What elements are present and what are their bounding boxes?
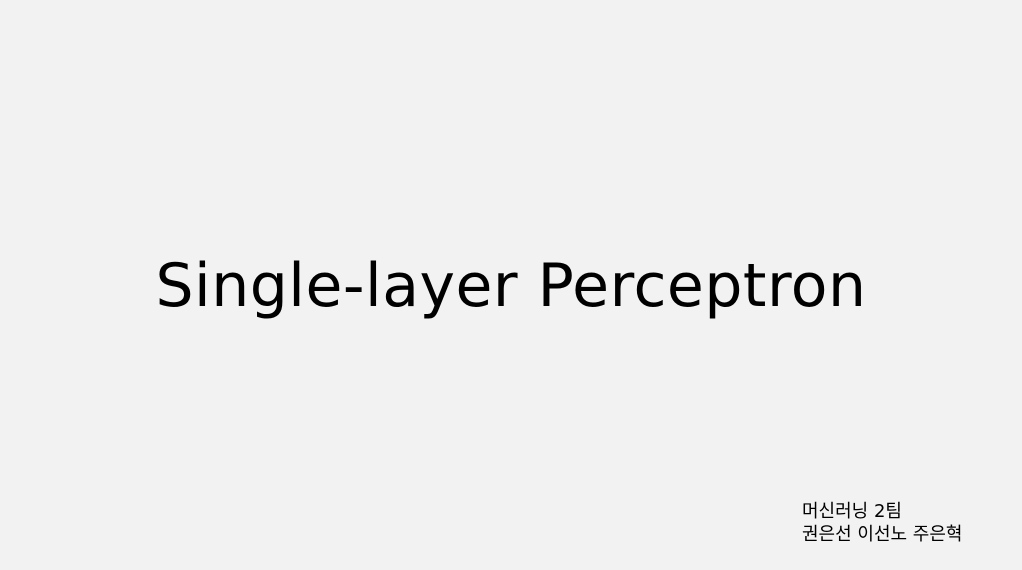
team-members: 권은선 이선노 주은혁 [802, 524, 963, 545]
slide-title: Single-layer Perceptron [155, 251, 867, 321]
team-name: 머신러닝 2팀 [802, 501, 902, 522]
slide-credits: 머신러닝 2팀 권은선 이선노 주은혁 [802, 500, 962, 546]
